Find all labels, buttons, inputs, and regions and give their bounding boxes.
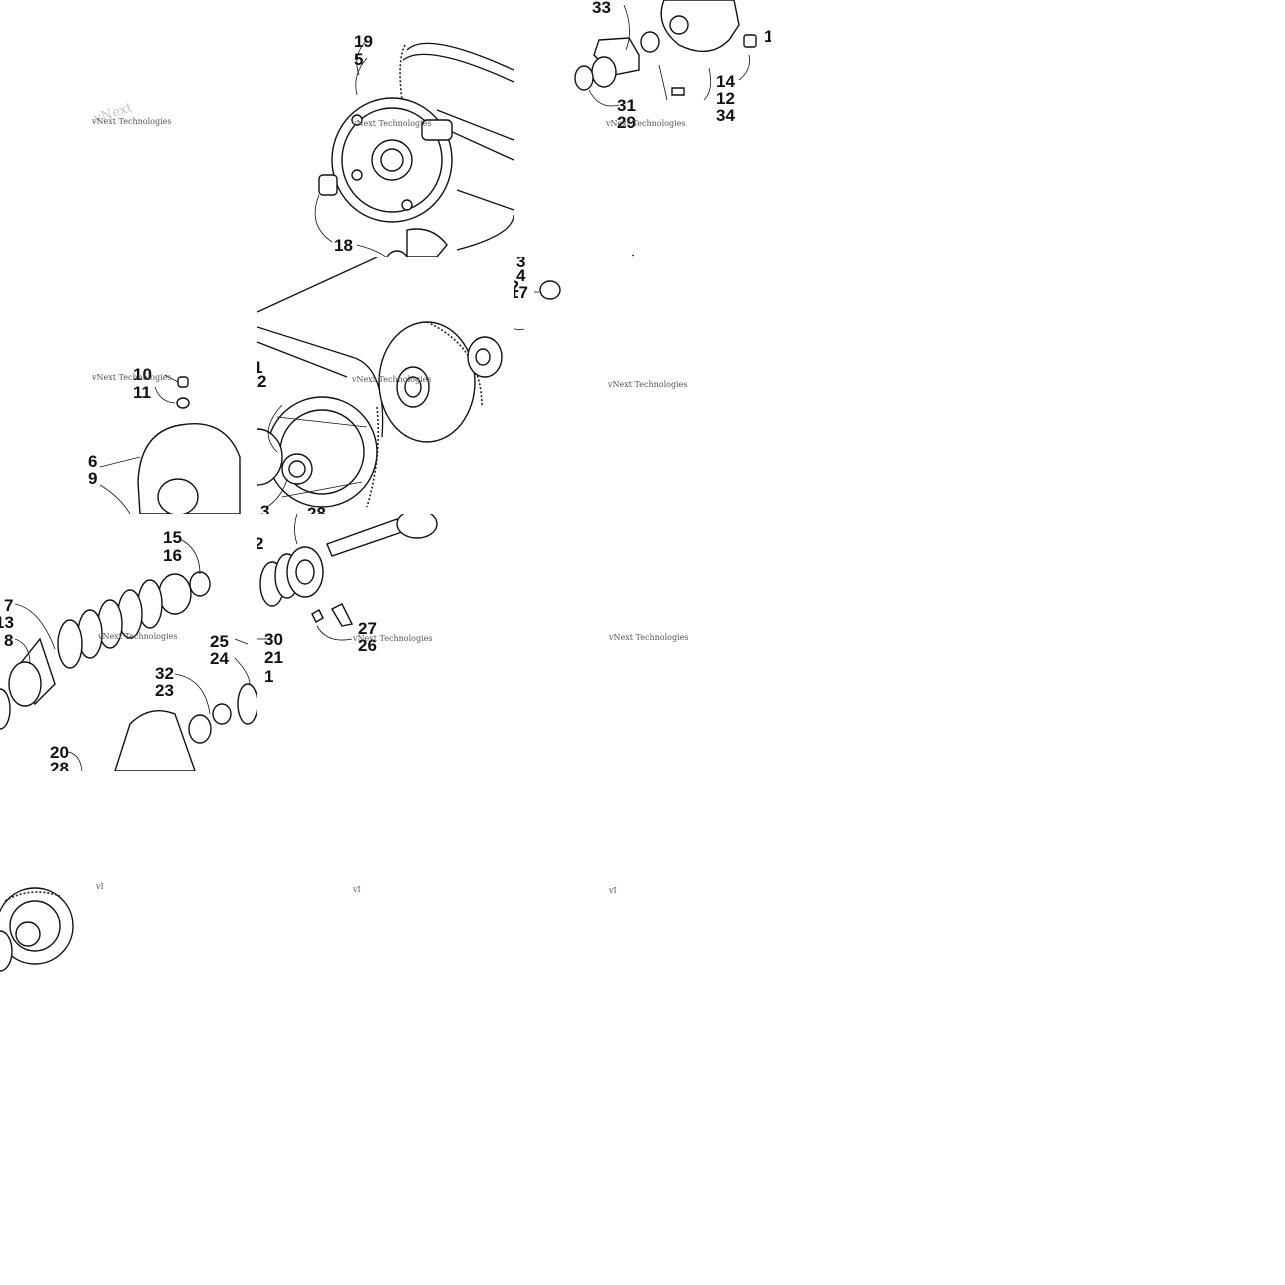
callout-1-low: 1 <box>264 667 273 686</box>
diagram-tile-bearing: 2 27 26 30 21 1 vNext Technologies <box>257 514 514 771</box>
callout-4: 4 <box>516 266 526 285</box>
watermark-partial: vI <box>95 882 104 891</box>
callout-25: 25 <box>210 632 229 651</box>
callout-1-mid: 1 <box>257 358 262 377</box>
callout-18: 18 <box>334 236 353 255</box>
watermark: vNext Technologies <box>91 373 171 382</box>
callout-10: 10 <box>133 365 152 384</box>
callout-3-mid: 3 <box>516 257 525 271</box>
callout-27: 27 <box>358 619 377 638</box>
callout-12: 12 <box>716 89 735 108</box>
watermark: vNext Technologies <box>97 632 177 641</box>
callout-33: 33 <box>592 0 611 17</box>
callout-26: 26 <box>358 636 377 655</box>
callout-16: 16 <box>163 546 182 565</box>
diagram-tile-belt-pulley: 19 5 18 vNext Technologies <box>257 0 514 257</box>
callout-6: 6 <box>88 452 97 471</box>
callout-17: 17 <box>514 283 528 302</box>
callout-11: 11 <box>133 383 151 402</box>
callout-21: 21 <box>264 648 283 667</box>
diagram-tile-gearcase: 33 31 29 14 12 34 1 vNext Technologies <box>514 0 771 257</box>
watermark: vNext Technologies <box>607 380 687 389</box>
diagram-tile-sheave: 10 11 6 9 vNext Technologies <box>0 257 257 514</box>
callout-24: 24 <box>210 649 229 668</box>
callout-22: 22 <box>514 277 519 296</box>
callout-5: 5 <box>354 50 363 69</box>
callout-2: 2 <box>257 372 266 391</box>
callout-1-top: 1 <box>764 27 771 46</box>
watermark: vNext Technologies <box>605 119 685 128</box>
bushing-part <box>318 174 338 196</box>
callout-28-mid: 28 <box>307 504 326 514</box>
callout-13: 13 <box>0 613 14 632</box>
callout-20: 20 <box>50 743 69 762</box>
callout-3: 3 <box>260 502 269 514</box>
diagram-tile-blank: vNext vNext Technologies <box>0 0 257 257</box>
watermark-partial: vI <box>352 885 361 894</box>
diagram-tile-clutch-shoe: vI <box>0 771 257 1028</box>
watermark: vNext Technologies <box>608 633 688 642</box>
callout-34: 34 <box>716 106 735 125</box>
watermark: vNext Technologies <box>351 119 431 128</box>
callout-19: 19 <box>354 32 373 51</box>
callout-14: 14 <box>716 72 735 91</box>
callout-32: 32 <box>155 664 174 683</box>
one-way-clutch <box>114 710 196 771</box>
callout-23: 23 <box>155 681 174 700</box>
diagram-tile-clutch: 1 2 3 28 vNext Technologies <box>257 257 514 514</box>
diagram-tile-springs: 15 16 7 13 8 25 24 32 23 20 28 vNext Tec… <box>0 514 257 771</box>
diagram-tile-blank: vI <box>257 771 514 1028</box>
callout-2-low: 2 <box>257 534 263 553</box>
diagram-tile-blank: vNext Technologies <box>514 514 771 771</box>
diagram-tile-blank: 3 4 17 22 vNext Technologies <box>514 257 771 514</box>
watermark-partial: vI <box>608 886 617 895</box>
callout-9: 9 <box>88 469 97 488</box>
callout-8: 8 <box>4 631 13 650</box>
callout-30: 30 <box>264 630 283 649</box>
callout-31: 31 <box>617 96 636 115</box>
diagram-tile-blank: vI <box>514 771 771 1028</box>
callout-28: 28 <box>50 759 69 771</box>
callout-29: 29 <box>617 113 636 132</box>
watermark: vNext Technologies <box>91 117 171 126</box>
watermark: vNext Technologies <box>351 375 431 384</box>
callout-15: 15 <box>163 528 182 547</box>
callout-7: 7 <box>4 596 13 615</box>
watermark: vNext Technologies <box>352 634 432 643</box>
